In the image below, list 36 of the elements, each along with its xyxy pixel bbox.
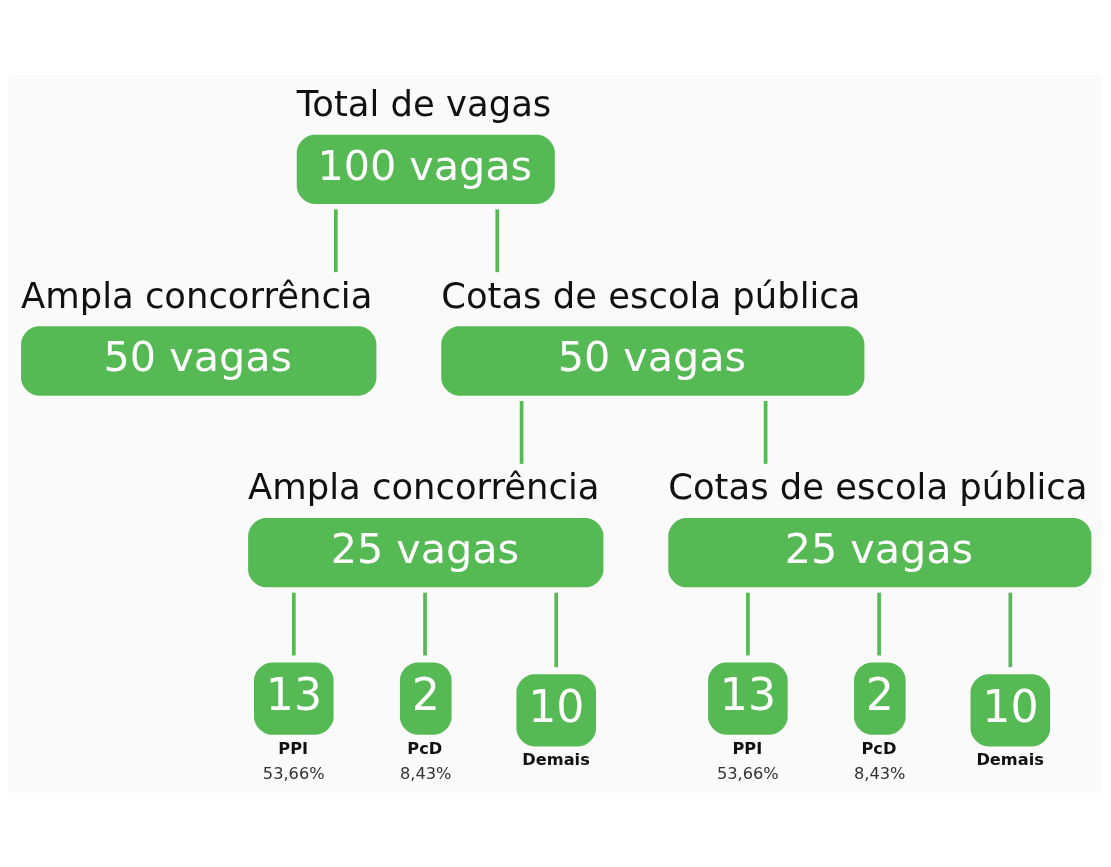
node-label: PPI: [278, 738, 309, 758]
node-box: 50 vagas: [441, 325, 865, 396]
node-label: PPI: [732, 738, 763, 758]
node-label: Ampla concorrência: [248, 465, 600, 507]
node-label: Cotas de escola pública: [668, 465, 1088, 507]
node-label: 8,43%: [854, 763, 906, 783]
node-box: 25 vagas: [668, 517, 1092, 587]
node-label: Demais: [522, 749, 590, 769]
node-box: 25 vagas: [248, 517, 604, 587]
connector: [1008, 592, 1013, 667]
node-label: Total de vagas: [296, 82, 552, 124]
node-label: 8,43%: [399, 763, 452, 783]
connector: [554, 592, 559, 667]
node-box: 2: [854, 662, 906, 735]
connector: [763, 400, 768, 464]
node-label: Cotas de escola pública: [441, 274, 861, 315]
node-label: 53,66%: [262, 763, 325, 783]
node-box: 50 vagas: [21, 325, 377, 396]
node-box: 13: [254, 662, 334, 735]
node-box: 100 vagas: [296, 134, 555, 204]
connector: [877, 592, 881, 655]
connector: [495, 208, 500, 272]
node-box: 13: [708, 662, 788, 735]
node-box: 10: [516, 673, 597, 747]
node-label: 53,66%: [716, 763, 779, 783]
node-box: 2: [399, 662, 452, 735]
connector: [291, 592, 296, 655]
connector: [423, 592, 427, 655]
node-label: PcD: [861, 738, 897, 758]
node-label: PcD: [407, 738, 443, 758]
connector: [519, 400, 524, 464]
connector: [333, 208, 338, 272]
node-label: Ampla concorrência: [21, 274, 373, 315]
node-label: Demais: [976, 749, 1044, 769]
node-box: 10: [970, 673, 1051, 747]
connector: [746, 592, 750, 655]
